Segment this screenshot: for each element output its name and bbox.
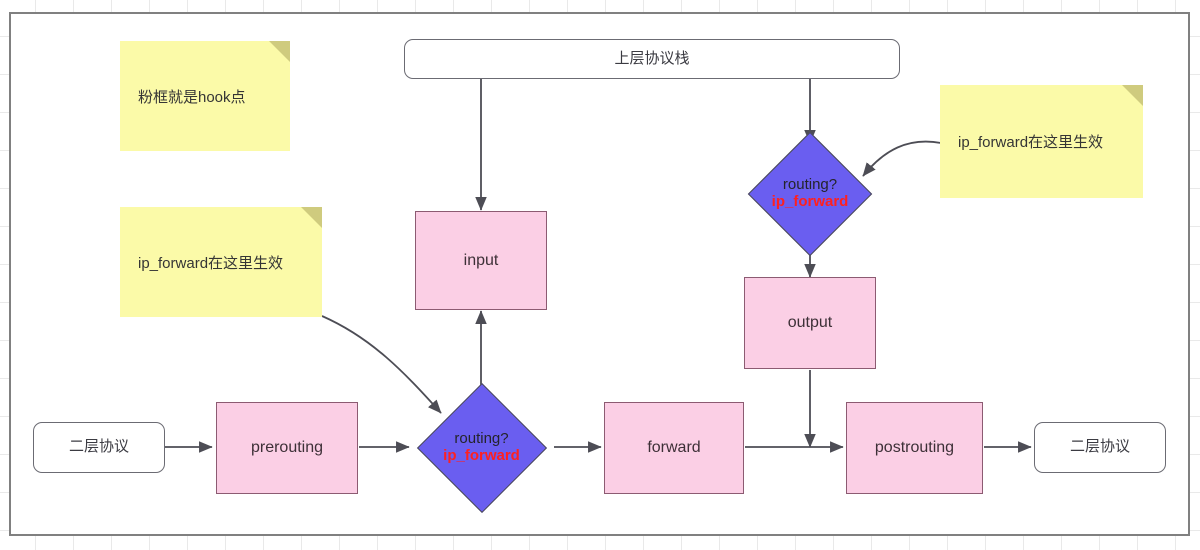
node-forward-label: forward: [647, 439, 701, 456]
routing-decision-bottom-text: routing? ip_forward: [416, 402, 547, 494]
sticky-fold-icon: [1122, 85, 1143, 106]
node-postrouting-label: postrouting: [874, 439, 955, 456]
node-prerouting[interactable]: prerouting: [216, 402, 358, 494]
node-l2-protocol-out[interactable]: 二层协议: [1034, 422, 1166, 473]
node-l2-protocol-in-label: 二层协议: [68, 438, 129, 456]
sticky-note-ipforward-right[interactable]: ip_forward在这里生效: [940, 85, 1143, 198]
node-forward[interactable]: forward: [604, 402, 744, 494]
node-input-label: input: [463, 251, 499, 269]
node-output-label: output: [787, 314, 833, 331]
sticky-note-hook-legend[interactable]: 粉框就是hook点: [120, 41, 290, 151]
node-input[interactable]: input: [415, 211, 547, 310]
routing-decision-top-main: routing?: [782, 176, 838, 194]
node-routing-decision-top[interactable]: routing? ip_forward: [745, 131, 875, 257]
sticky-note-hook-legend-text: 粉框就是hook点: [138, 88, 246, 106]
node-prerouting-label: prerouting: [250, 439, 324, 456]
routing-decision-top-sub: ip_forward: [771, 193, 849, 210]
sticky-note-ipforward-left[interactable]: ip_forward在这里生效: [120, 207, 322, 317]
node-l2-protocol-out-label: 二层协议: [1069, 438, 1130, 456]
routing-decision-top-text: routing? ip_forward: [745, 150, 875, 238]
sticky-note-ipforward-right-text: ip_forward在这里生效: [958, 134, 1104, 151]
node-postrouting[interactable]: postrouting: [846, 402, 983, 494]
sticky-fold-icon: [301, 207, 322, 228]
node-l2-protocol-in[interactable]: 二层协议: [33, 422, 165, 473]
routing-decision-bottom-main: routing?: [454, 430, 509, 448]
sticky-note-ipforward-left-text: ip_forward在这里生效: [138, 254, 284, 272]
node-output[interactable]: output: [744, 277, 876, 369]
node-upper-protocol-stack[interactable]: 上层协议栈: [404, 39, 900, 79]
sticky-fold-icon: [269, 41, 290, 62]
node-routing-decision-bottom[interactable]: routing? ip_forward: [416, 382, 548, 514]
routing-decision-bottom-sub: ip_forward: [443, 447, 520, 464]
node-upper-protocol-stack-label: 上层协议栈: [614, 49, 690, 67]
